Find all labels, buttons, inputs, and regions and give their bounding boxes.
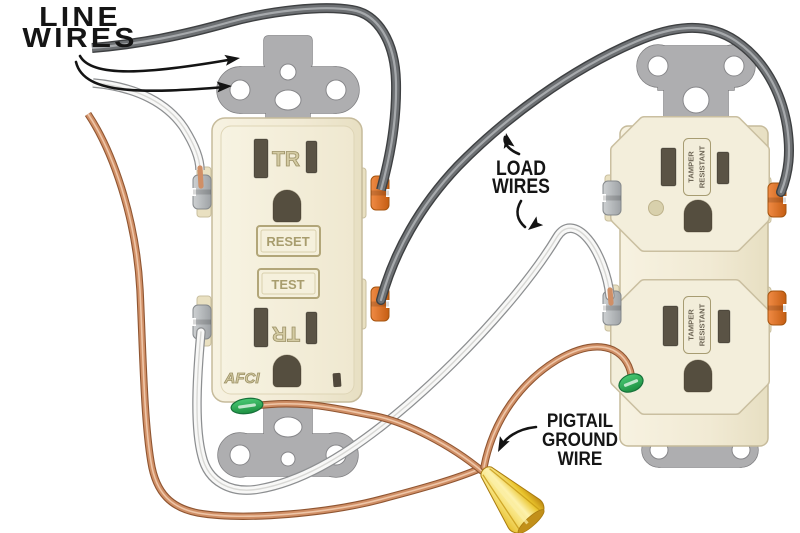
wire-nut[interactable] bbox=[468, 455, 550, 533]
reset-button-label: RESET bbox=[266, 234, 309, 249]
callout-arrows bbox=[74, 54, 544, 452]
neutral-slot bbox=[253, 307, 269, 348]
strap-hole bbox=[682, 86, 710, 114]
strap-screw-hole bbox=[229, 79, 251, 101]
stripped-wire-tip bbox=[607, 287, 614, 306]
hot-terminal-screw[interactable] bbox=[767, 290, 789, 326]
ground-hole bbox=[683, 359, 713, 393]
duplex-lower-face: TAMPER RESISTANT bbox=[610, 279, 770, 415]
test-button-label: TEST bbox=[271, 277, 304, 292]
stripped-wire-tip bbox=[197, 165, 204, 189]
strap-screw-hole bbox=[723, 55, 745, 77]
tamper-resistant-label: TAMPER RESISTANT bbox=[683, 138, 711, 196]
reset-button[interactable]: RESET bbox=[256, 225, 321, 257]
neutral-slot bbox=[662, 305, 679, 347]
wires bbox=[88, 8, 789, 516]
strap-hole bbox=[280, 451, 296, 467]
arrowhead bbox=[224, 54, 240, 66]
strap-slot-hole bbox=[273, 416, 303, 438]
svg-text:RESISTANT: RESISTANT bbox=[698, 303, 707, 346]
ground-screw[interactable] bbox=[230, 396, 264, 415]
arrowhead bbox=[528, 216, 544, 230]
indicator-window bbox=[332, 372, 342, 388]
ground-hole bbox=[272, 189, 302, 223]
neutral-slot bbox=[660, 147, 677, 187]
hot-slot bbox=[717, 309, 731, 344]
arrowhead bbox=[216, 81, 232, 93]
line-wires-arrow-bottom bbox=[74, 60, 228, 93]
strap-slot-hole bbox=[274, 89, 302, 111]
hot-slot bbox=[305, 140, 318, 174]
neutral-slot bbox=[253, 138, 269, 179]
duplex-top-strap bbox=[636, 44, 756, 131]
hot-slot bbox=[305, 311, 318, 345]
hot-slot bbox=[716, 151, 730, 185]
ground-hole bbox=[272, 354, 302, 388]
pigtail-ground-wire-label: PIGTAIL GROUND WIRE bbox=[541, 411, 618, 470]
strap-hole bbox=[279, 63, 297, 81]
arrowhead bbox=[498, 436, 510, 452]
load-neutral-wire bbox=[197, 228, 611, 490]
afci-device-label: AFCI bbox=[224, 370, 261, 387]
duplex-outlet: TAMPER RESISTANT TAMPER RESISTANT bbox=[600, 44, 789, 468]
load-wires-arrow-top bbox=[503, 135, 521, 156]
line-wires-label: LINE WIRES bbox=[22, 1, 138, 53]
test-button[interactable]: TEST bbox=[257, 268, 320, 299]
face-dot bbox=[648, 200, 664, 216]
strap-screw-hole bbox=[229, 444, 251, 466]
tr-marking-top: TR bbox=[272, 148, 300, 171]
load-wires-arrow-bottom bbox=[516, 199, 527, 229]
line-neutral-wire bbox=[93, 83, 204, 189]
neutral-terminal-screw[interactable] bbox=[600, 180, 622, 216]
strap-screw-hole bbox=[647, 55, 669, 77]
svg-text:TAMPER: TAMPER bbox=[687, 309, 696, 341]
arrowhead bbox=[503, 133, 515, 149]
load-wires-label: LOAD WIRES bbox=[492, 157, 550, 198]
svg-text:TAMPER: TAMPER bbox=[687, 151, 696, 183]
ground-screw[interactable] bbox=[616, 370, 646, 395]
line-wires-arrow-top bbox=[78, 54, 236, 73]
ground-hole bbox=[683, 199, 713, 233]
strap-screw-hole bbox=[325, 79, 347, 101]
afci-top-strap bbox=[216, 35, 360, 123]
duplex-upper-face: TAMPER RESISTANT bbox=[610, 116, 770, 252]
tr-marking-bottom: TR bbox=[272, 322, 300, 345]
svg-text:RESISTANT: RESISTANT bbox=[698, 145, 707, 188]
tamper-resistant-label: TAMPER RESISTANT bbox=[683, 296, 711, 354]
